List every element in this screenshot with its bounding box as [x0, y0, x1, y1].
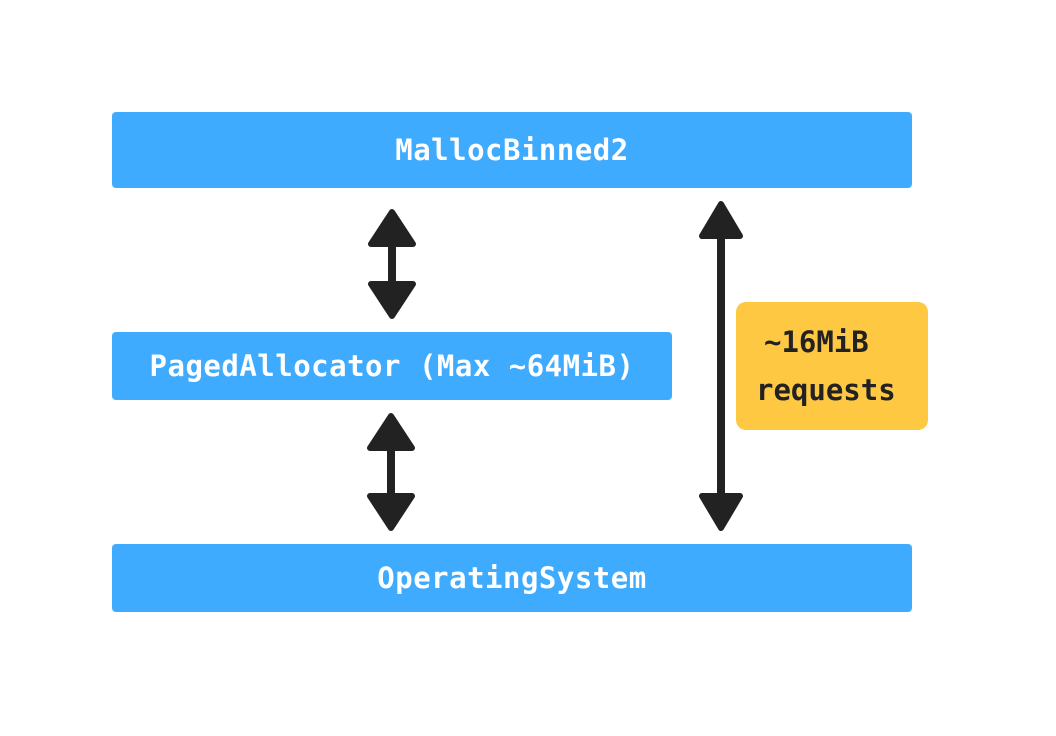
arrow-paged-os	[367, 413, 415, 531]
note-line-2: requests	[756, 373, 896, 407]
arrow-malloc-os-head-down	[699, 493, 743, 531]
request-size-note: ~16MiB requests	[736, 302, 928, 430]
paged-allocator-box: PagedAllocator (Max ~64MiB)	[112, 332, 672, 400]
arrow-paged-os-head-down	[367, 493, 415, 531]
arrow-malloc-paged-head-down	[368, 281, 416, 319]
paged-allocator-label: PagedAllocator (Max ~64MiB)	[149, 349, 635, 383]
arrow-malloc-paged-head-up	[368, 209, 416, 247]
arrow-malloc-paged	[368, 209, 416, 319]
malloc-binned2-label: MallocBinned2	[395, 133, 629, 167]
malloc-binned2-box: MallocBinned2	[112, 112, 912, 188]
arrow-malloc-os-head-up	[699, 201, 743, 239]
operating-system-label: OperatingSystem	[377, 561, 647, 595]
arrow-paged-os-head-up	[367, 413, 415, 451]
arrow-malloc-os	[699, 201, 743, 531]
note-line-1: ~16MiB	[764, 325, 869, 359]
operating-system-box: OperatingSystem	[112, 544, 912, 612]
